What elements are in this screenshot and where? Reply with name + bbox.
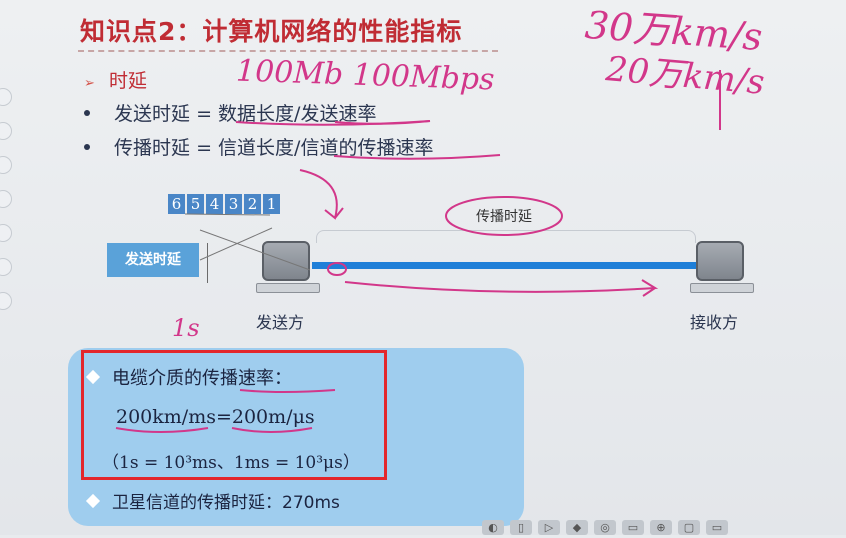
bullet-delay: ➢ 时延 bbox=[84, 66, 147, 93]
packet-5: 5 bbox=[187, 194, 204, 214]
propagation-delay-label: 传播时延 bbox=[476, 209, 532, 225]
toolbar-tool-1[interactable]: ◐ bbox=[482, 520, 504, 535]
packet-1: 1 bbox=[263, 194, 280, 214]
toolbar-tool-8[interactable]: ▢ bbox=[678, 520, 700, 535]
info-box: 电缆介质的传播速率： 200km/ms=200m/μs （1s = 10³ms、… bbox=[68, 348, 524, 526]
bullet-dot-icon bbox=[84, 143, 90, 150]
info-satellite-delay: 卫星信道的传播时延：270ms bbox=[85, 488, 340, 513]
arrow-bullet-icon: ➢ bbox=[84, 76, 95, 91]
title-divider bbox=[78, 50, 498, 52]
toolbar-tool-3[interactable]: ▷ bbox=[538, 520, 560, 535]
packet-row: 6 5 4 3 2 1 bbox=[168, 194, 282, 214]
toolbar-tool-6[interactable]: ▭ bbox=[622, 520, 644, 535]
send-delay-marker bbox=[207, 243, 208, 283]
propagation-brace bbox=[316, 230, 696, 243]
receiver-label: 接收方 bbox=[690, 313, 739, 332]
handwritten-note-1s: 1s bbox=[172, 314, 200, 342]
toolbar-tool-9[interactable]: ▭ bbox=[706, 520, 728, 535]
packet-4: 4 bbox=[206, 194, 223, 214]
info-cable-speed-heading: 电缆介质的传播速率： bbox=[85, 364, 292, 390]
bullet-propagation-delay: 传播时延 = 信道长度/信道的传播速率 bbox=[84, 133, 433, 160]
bullet-dot-icon bbox=[84, 109, 90, 116]
packet-3: 3 bbox=[225, 194, 242, 214]
info-unit-conversion: （1s = 10³ms、1ms = 10³μs） bbox=[102, 453, 360, 473]
slide-title: 知识点2：计算机网络的性能指标 bbox=[80, 17, 463, 46]
toolbar-tool-2[interactable]: ▯ bbox=[510, 520, 532, 535]
toolbar-tool-5[interactable]: ◎ bbox=[594, 520, 616, 535]
toolbar-tool-7[interactable]: ⊕ bbox=[650, 520, 672, 535]
toolbar-tool-4[interactable]: ◆ bbox=[566, 520, 588, 535]
receiver-laptop-icon bbox=[690, 241, 754, 299]
packet-2: 2 bbox=[244, 194, 261, 214]
bullet-transmission-text: 发送时延 = 数据长度/发送速率 bbox=[114, 103, 377, 125]
bullet-transmission-delay: 发送时延 = 数据长度/发送速率 bbox=[84, 99, 376, 126]
presentation-toolbar: ◐ ▯ ▷ ◆ ◎ ▭ ⊕ ▢ ▭ bbox=[482, 520, 734, 538]
bullet-delay-text: 时延 bbox=[108, 70, 147, 92]
left-toolbar-rail bbox=[0, 80, 16, 310]
info-speed-value: 200km/ms=200m/μs bbox=[116, 406, 315, 428]
packet-6: 6 bbox=[168, 194, 185, 214]
bullet-propagation-text: 传播时延 = 信道长度/信道的传播速率 bbox=[114, 137, 434, 159]
sender-label: 发送方 bbox=[256, 313, 305, 332]
highlight-rectangle bbox=[81, 350, 387, 480]
send-delay-label: 发送时延 bbox=[107, 243, 199, 277]
transmission-link bbox=[312, 262, 696, 269]
